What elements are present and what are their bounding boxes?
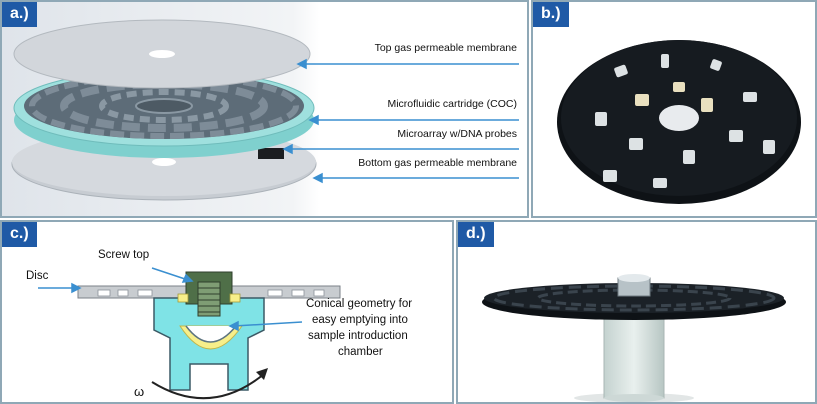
label-screw-top: Screw top bbox=[98, 249, 150, 261]
label-conical-line4: chamber bbox=[338, 346, 383, 358]
label-conical-line1: Conical geometry for bbox=[306, 298, 413, 310]
panel-c-tag: c.) bbox=[2, 222, 37, 247]
screw-top-cross-section bbox=[38, 267, 341, 400]
disc-photo-side bbox=[482, 274, 786, 402]
panel-a: a.) bbox=[0, 0, 529, 218]
panel-b-tag: b.) bbox=[533, 2, 569, 27]
panel-d: d.) bbox=[456, 220, 817, 404]
label-bottom-membrane: Bottom gas permeable membrane bbox=[358, 157, 517, 169]
label-conical-line3: sample introduction bbox=[308, 330, 408, 342]
panel-c: c.) Screw top Disc C bbox=[0, 220, 454, 404]
disc-photo-top bbox=[557, 40, 801, 204]
label-disc: Disc bbox=[26, 270, 49, 282]
panel-a-tag: a.) bbox=[2, 2, 37, 27]
microarray-chip bbox=[258, 148, 284, 159]
panel-d-tag: d.) bbox=[458, 222, 494, 247]
top-membrane bbox=[13, 19, 311, 89]
panel-b: b.) bbox=[531, 0, 817, 218]
label-omega: ω bbox=[134, 384, 145, 399]
label-top-membrane: Top gas permeable membrane bbox=[374, 42, 517, 54]
sample-tube bbox=[603, 313, 665, 399]
label-conical-line2: easy emptying into bbox=[312, 314, 408, 326]
label-microarray: Microarray w/DNA probes bbox=[397, 128, 517, 140]
microfluidic-cartridge bbox=[13, 69, 315, 158]
label-cartridge: Microfluidic cartridge (COC) bbox=[387, 98, 517, 110]
exploded-disc-illustration bbox=[2, 2, 527, 216]
rotation-arrow bbox=[151, 373, 265, 400]
